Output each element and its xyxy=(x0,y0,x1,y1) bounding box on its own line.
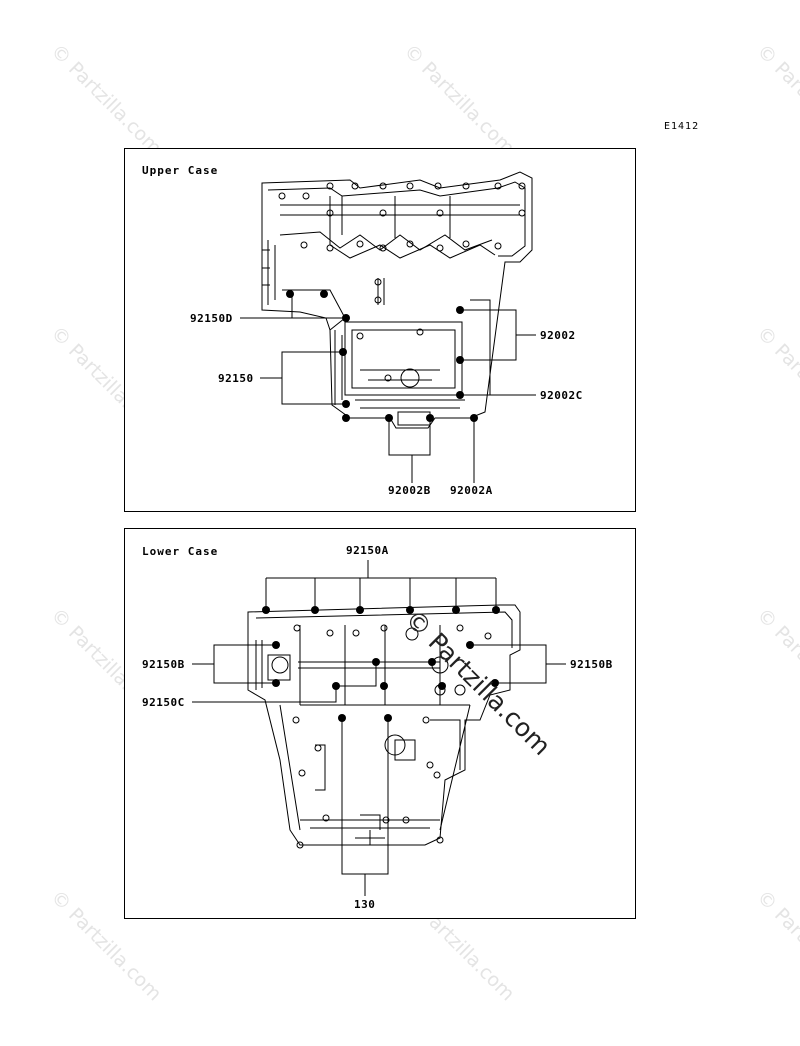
label-92002: 92002 xyxy=(540,329,576,342)
lower-case-title: Lower Case xyxy=(142,545,219,558)
label-92150B-right: 92150B xyxy=(570,658,613,671)
label-92150D: 92150D xyxy=(190,312,233,325)
label-92002B: 92002B xyxy=(388,484,431,497)
label-130: 130 xyxy=(354,898,376,911)
leader-lines xyxy=(192,296,566,896)
lower-case-panel xyxy=(124,528,636,919)
label-92150C: 92150C xyxy=(142,696,185,709)
upper-case-title: Upper Case xyxy=(142,164,219,177)
label-92002C: 92002C xyxy=(540,389,583,402)
diagram-code: E1412 xyxy=(664,121,700,132)
label-92150B-left: 92150B xyxy=(142,658,185,671)
lower-case-drawing xyxy=(247,604,521,849)
label-92150A: 92150A xyxy=(346,544,389,557)
label-92150: 92150 xyxy=(218,372,254,385)
bolt-markers xyxy=(262,290,500,722)
label-92002A: 92002A xyxy=(450,484,493,497)
upper-case-drawing xyxy=(261,171,533,429)
